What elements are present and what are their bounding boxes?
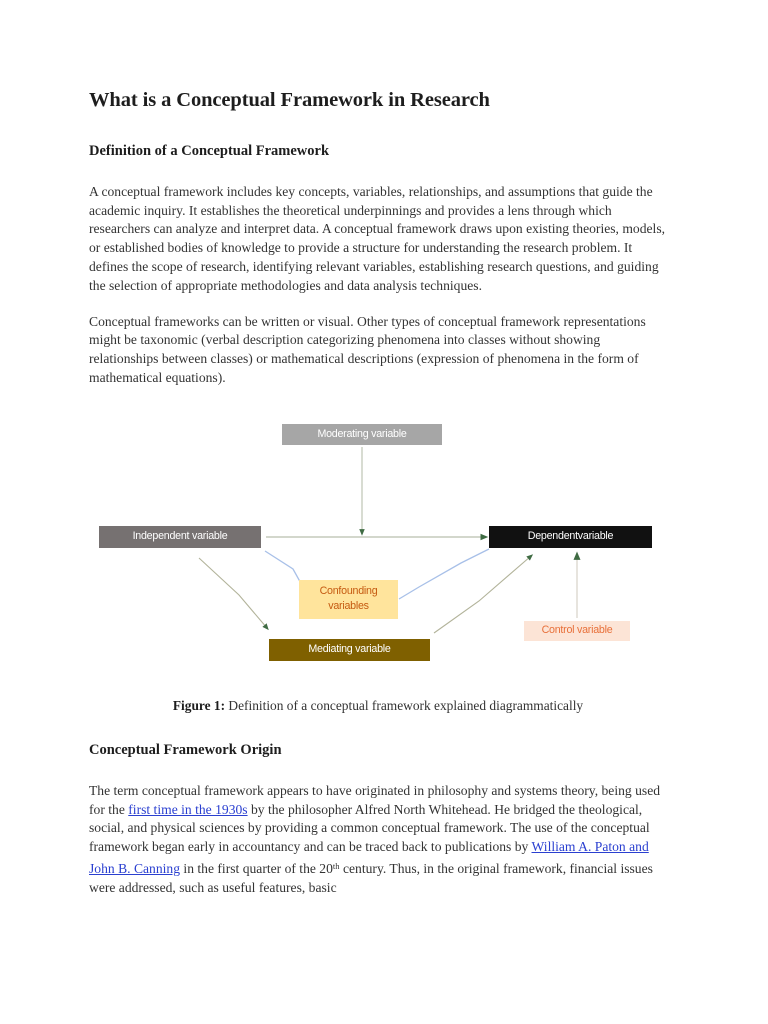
node-dependent-variable: Dependentvariable xyxy=(489,525,652,548)
origin-text-part-2: by the philosopher Alfred North Whitehea… xyxy=(89,801,650,855)
link-first-time-1930s[interactable]: first time in the 1930s xyxy=(128,801,248,817)
conceptual-framework-diagram: Moderating variable Independent variable… xyxy=(89,415,667,677)
paragraph-origin: The term conceptual framework appears to… xyxy=(89,782,667,898)
node-independent-variable: Independent variable xyxy=(99,525,261,548)
page-title: What is a Conceptual Framework in Resear… xyxy=(89,89,490,111)
spacer xyxy=(89,759,667,782)
edge-independent-to-confounding xyxy=(264,550,304,599)
edge-confounding-to-dependent xyxy=(398,548,490,600)
spacer xyxy=(89,160,667,183)
link-paton-canning[interactable]: William A. Paton and John B. Canning xyxy=(89,839,649,876)
figure-caption: Figure 1: Definition of a conceptual fra… xyxy=(89,697,667,715)
spacer xyxy=(89,715,667,741)
document-content: What is a Conceptual Framework in Resear… xyxy=(89,88,667,898)
node-control-variable: Control variable xyxy=(524,620,630,641)
section-heading-definition: Definition of a Conceptual Framework xyxy=(89,142,330,159)
origin-text-part-1: The term conceptual framework appears to… xyxy=(89,782,661,817)
origin-text-part-3: in the first quarter of the 20 xyxy=(180,861,333,876)
figure-caption-label: Figure 1: xyxy=(172,697,226,713)
node-moderating-variable: Moderating variable xyxy=(282,423,442,445)
diagram-edges xyxy=(198,446,581,634)
origin-text-part-4: century. Thus, in the original framework… xyxy=(89,861,653,895)
paragraph-definition-1: A conceptual framework includes key conc… xyxy=(89,183,666,293)
ordinal-suffix: th xyxy=(332,861,340,871)
node-confounding-variables: Confounding variables xyxy=(299,579,398,619)
edge-mediating-to-dependent xyxy=(433,553,534,634)
paragraph-definition-2: Conceptual frameworks can be written or … xyxy=(89,313,646,385)
edge-independent-to-mediating xyxy=(198,557,269,630)
figure-caption-text: Definition of a conceptual framework exp… xyxy=(225,697,584,713)
spacer xyxy=(89,296,667,313)
spacer xyxy=(89,113,667,142)
node-mediating-variable: Mediating variable xyxy=(269,638,430,661)
section-heading-origin: Conceptual Framework Origin xyxy=(89,741,282,758)
